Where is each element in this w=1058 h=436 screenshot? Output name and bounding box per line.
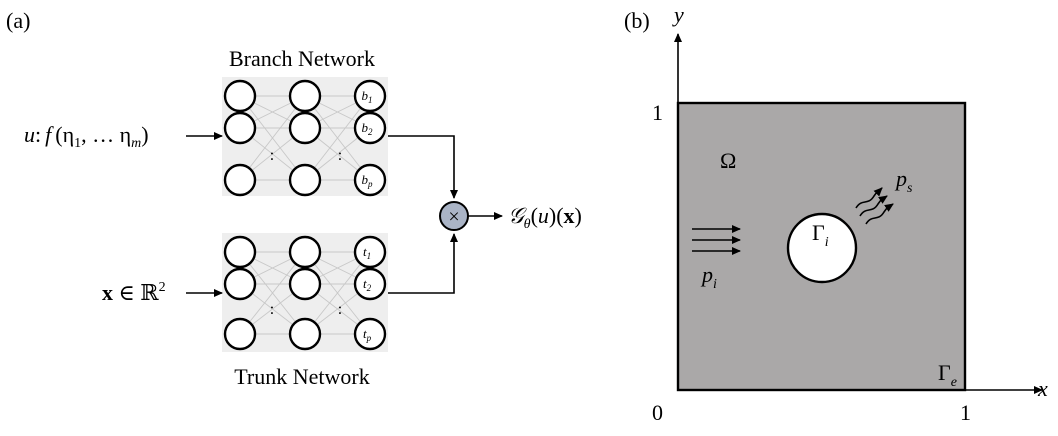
scattered-wave-label: ps bbox=[894, 166, 913, 196]
trunk-network-title: Trunk Network bbox=[234, 364, 369, 389]
branch-ellipsis: : bbox=[338, 147, 342, 164]
branch-node bbox=[288, 163, 322, 197]
domain-omega-label: Ω bbox=[720, 148, 736, 173]
trunk-output-label: t1 bbox=[363, 244, 371, 261]
trunk-output-node bbox=[353, 235, 387, 269]
x-axis-label: x bbox=[1037, 376, 1048, 401]
panel-a: (a) Branch Network Trunk Network bbox=[6, 8, 582, 389]
scatterer-circle bbox=[786, 212, 858, 284]
branch-output-node bbox=[353, 79, 387, 113]
branch-to-product-arrow bbox=[388, 135, 458, 199]
scattered-wave-arrows bbox=[855, 187, 894, 225]
branch-ellipsis: : bbox=[270, 147, 274, 164]
branch-output-node bbox=[353, 111, 387, 145]
y-tick-label: 1 bbox=[652, 100, 663, 125]
inner-boundary-label: Γi bbox=[812, 220, 829, 250]
panel-b: (b) y x 0 1 1 Ω Γi pi ps Γe bbox=[624, 2, 1048, 425]
trunk-node bbox=[223, 235, 257, 269]
branch-node bbox=[288, 79, 322, 113]
y-axis-label: y bbox=[672, 2, 684, 27]
trunk-output-label: t2 bbox=[363, 276, 372, 293]
outer-boundary-label: Γe bbox=[938, 360, 957, 390]
branch-node bbox=[223, 79, 257, 113]
origin-label: 0 bbox=[652, 400, 663, 425]
trunk-ellipsis: : bbox=[270, 301, 274, 318]
branch-node bbox=[223, 111, 257, 145]
branch-input-label: u:f(η1, … ηm) bbox=[24, 122, 149, 151]
trunk-to-product-arrow bbox=[388, 233, 458, 294]
incident-wave-label: pi bbox=[700, 262, 717, 292]
branch-node bbox=[223, 163, 257, 197]
branch-node bbox=[288, 111, 322, 145]
incident-wave-arrows bbox=[692, 225, 741, 255]
operator-output-label: 𝒢θ(u)(x) bbox=[508, 203, 582, 232]
trunk-network: : : t1 t2 tp bbox=[222, 233, 388, 352]
trunk-node bbox=[288, 267, 322, 301]
x-tick-label: 1 bbox=[960, 400, 971, 425]
trunk-input-label: x ∈ ℝ2 bbox=[102, 280, 166, 305]
trunk-output-label: tp bbox=[363, 326, 372, 343]
panel-b-label: (b) bbox=[624, 8, 650, 33]
branch-output-label: b2 bbox=[362, 120, 374, 137]
branch-output-node bbox=[353, 163, 387, 197]
trunk-output-node bbox=[353, 267, 387, 301]
trunk-node bbox=[288, 317, 322, 351]
branch-output-label: b1 bbox=[362, 88, 373, 105]
trunk-output-node bbox=[353, 317, 387, 351]
branch-network-title: Branch Network bbox=[229, 46, 375, 71]
branch-output-label: bp bbox=[362, 172, 374, 189]
branch-network: : : b1 b2 bp bbox=[222, 77, 388, 197]
trunk-node bbox=[288, 235, 322, 269]
trunk-node bbox=[223, 267, 257, 301]
trunk-node bbox=[223, 317, 257, 351]
panel-a-label: (a) bbox=[6, 8, 30, 33]
product-operator-symbol: × bbox=[448, 206, 459, 228]
trunk-ellipsis: : bbox=[338, 301, 342, 318]
